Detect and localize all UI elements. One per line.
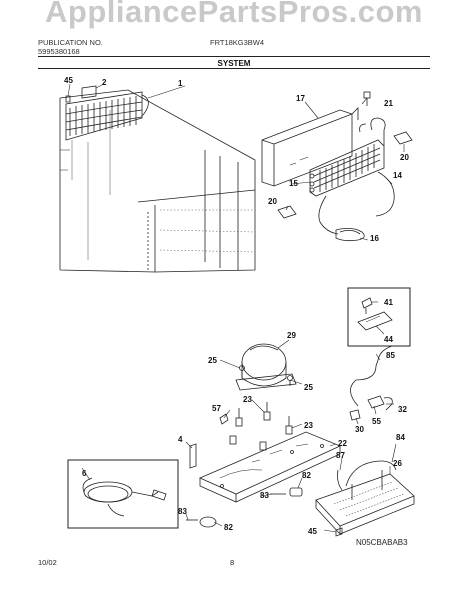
overload-part-30 — [349, 409, 361, 421]
watermark: AppliancePartsPros.com — [45, 0, 423, 29]
callout-83-lower: 83 — [178, 507, 187, 516]
base-plate-part-22 — [199, 431, 341, 503]
callout-1: 1 — [178, 79, 183, 88]
drain-pan-part-26 — [315, 473, 415, 536]
compressor-part-29 — [235, 343, 297, 391]
callout-45-lower: 45 — [308, 527, 317, 536]
callout-32: 32 — [398, 405, 407, 414]
inset-box-41-44 — [347, 287, 411, 347]
callout-85: 85 — [386, 351, 395, 360]
callout-82-lower: 82 — [224, 523, 233, 532]
title-rule — [38, 68, 430, 69]
callout-17: 17 — [296, 94, 305, 103]
callout-2: 2 — [102, 78, 107, 87]
callout-21: 21 — [384, 99, 393, 108]
callout-84: 84 — [396, 433, 405, 442]
callout-4: 4 — [178, 435, 183, 444]
leader-lines — [67, 83, 405, 533]
callout-55: 55 — [372, 417, 381, 426]
footer-date: 10/02 — [38, 558, 57, 567]
callout-20: 20 — [400, 153, 409, 162]
callout-30: 30 — [355, 425, 364, 434]
pad-part-20-left — [277, 205, 297, 219]
tube-part-85 — [350, 345, 393, 407]
model-number: FRT18KG3BW4 — [210, 38, 265, 47]
callout-83: 83 — [260, 491, 269, 500]
callout-6: 6 — [82, 469, 87, 478]
bracket-part-2 — [81, 85, 97, 99]
callout-44: 44 — [384, 335, 393, 344]
callout-16: 16 — [370, 234, 379, 243]
tube-part-84 — [345, 460, 397, 500]
pad-part-20 — [393, 131, 413, 145]
callout-41: 41 — [384, 298, 393, 307]
footer-page-number: 8 — [230, 558, 235, 567]
callout-15: 15 — [289, 179, 298, 188]
callout-82: 82 — [302, 471, 311, 480]
cabinet-outline — [59, 89, 256, 273]
callout-25-right: 25 — [304, 383, 313, 392]
diagram-code: N05CBABAB3 — [356, 538, 408, 547]
hose-part-87 — [337, 469, 343, 491]
bracket-part-4 — [189, 443, 197, 469]
condenser-coil-part-1 — [65, 91, 149, 141]
grommet-set-part-23 — [229, 402, 293, 451]
screw-part-21 — [363, 91, 371, 106]
callout-14: 14 — [393, 171, 402, 180]
publication-number: 5995380168 — [38, 47, 80, 56]
evaporator-cover-part-17 — [261, 107, 359, 187]
callout-57: 57 — [212, 404, 221, 413]
header-rule — [38, 56, 430, 57]
callout-23-right: 23 — [304, 421, 313, 430]
fitting-part-82-lower — [199, 516, 217, 528]
fitting-part-82-upper — [289, 487, 303, 497]
evaporator-coil-part-15 — [309, 117, 386, 197]
grommets-part-25 — [239, 365, 293, 386]
relay-part-55 — [367, 395, 385, 409]
callout-45: 45 — [64, 76, 73, 85]
power-cord-inset-part-6 — [67, 459, 179, 529]
callout-29: 29 — [287, 331, 296, 340]
callout-25: 25 — [208, 356, 217, 365]
callout-26: 26 — [393, 459, 402, 468]
callout-22: 22 — [338, 439, 347, 448]
callout-23: 23 — [243, 395, 252, 404]
callout-87: 87 — [336, 451, 345, 460]
clip-part-45 — [65, 95, 71, 103]
publication-label: PUBLICATION NO. — [38, 38, 103, 47]
page-title: SYSTEM — [217, 59, 251, 68]
clip-part-57 — [219, 413, 229, 425]
heater-part-16 — [335, 228, 365, 242]
pan-clip-part-45 — [335, 527, 343, 537]
callout-20-left: 20 — [268, 197, 277, 206]
